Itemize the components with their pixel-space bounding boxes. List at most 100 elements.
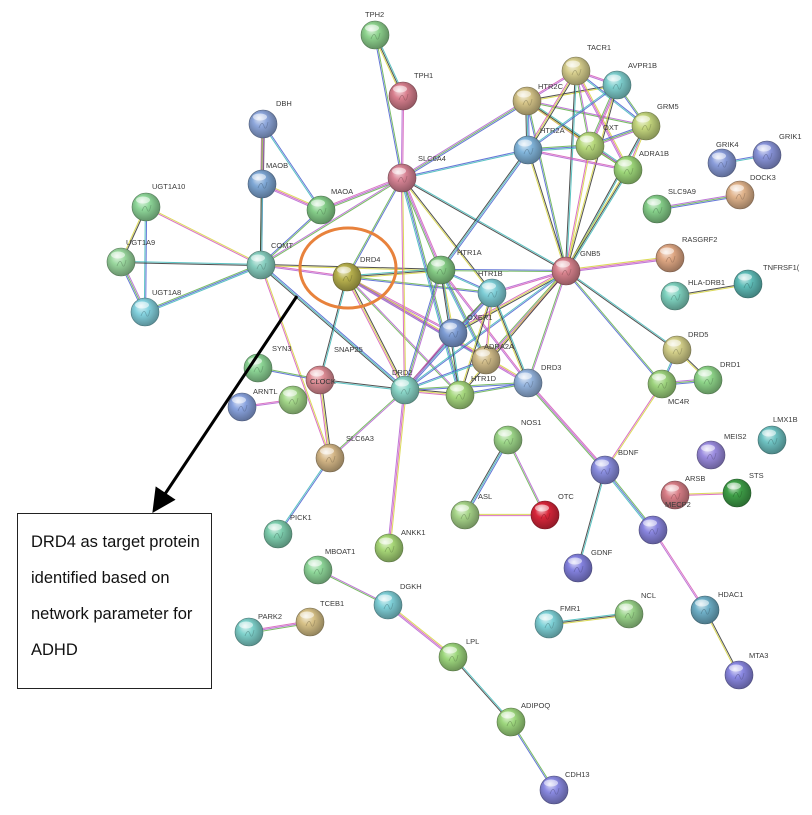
protein-node-tceb1[interactable]: TCEB1 [295, 599, 344, 637]
annotation-line: network parameter for [31, 605, 193, 623]
node-gloss [729, 664, 743, 672]
protein-node-meis2[interactable]: MEIS2 [696, 432, 747, 470]
node-gloss [535, 504, 549, 512]
protein-node-mboat1[interactable]: MBOAT1 [303, 547, 355, 585]
protein-node-fmr1[interactable]: FMR1 [534, 604, 580, 639]
protein-node-snap25[interactable]: SNAP25 [305, 345, 363, 395]
protein-structure-icon [706, 452, 717, 460]
protein-node-clock[interactable]: CLOCK [278, 377, 336, 415]
protein-label: NCL [641, 591, 656, 600]
protein-node-lpl[interactable]: LPL [438, 637, 479, 672]
protein-node-htr1d[interactable]: HTR1D [445, 374, 497, 410]
edge-strand [263, 123, 323, 211]
edge-strand [145, 205, 262, 265]
node-gloss [450, 384, 464, 392]
protein-node-lmx1b[interactable]: LMX1B [757, 415, 798, 455]
protein-node-arsb[interactable]: ARSB [660, 474, 705, 510]
protein-node-htr1a[interactable]: HTR1A [426, 248, 482, 285]
protein-node-hdac1[interactable]: HDAC1 [690, 590, 743, 625]
protein-node-rasgrf2[interactable]: RASGRF2 [655, 235, 717, 273]
protein-node-drd1[interactable]: DRD1 [693, 360, 740, 395]
protein-node-avpr1b[interactable]: AVPR1B [602, 61, 657, 100]
protein-node-sts[interactable]: STS [722, 471, 764, 508]
protein-node-mecp2[interactable]: MECP2 [638, 500, 691, 545]
protein-node-drd5[interactable]: DRD5 [662, 330, 708, 365]
protein-label: HTR1D [471, 374, 497, 383]
edge-strand [401, 148, 529, 178]
protein-node-arntl[interactable]: ARNTL [227, 387, 278, 422]
edge-strand [526, 99, 647, 126]
protein-node-asl[interactable]: ASL [450, 492, 492, 530]
protein-node-ugt1a8[interactable]: UGT1A8 [130, 288, 181, 327]
protein-structure-icon [305, 619, 316, 627]
protein-node-ncl[interactable]: NCL [614, 591, 656, 629]
protein-label: OTC [558, 492, 574, 501]
protein-node-tnfrsf1[interactable]: TNFRSF1( [733, 263, 800, 299]
protein-node-htr2a[interactable]: HTR2A [513, 126, 565, 165]
edge-strand [387, 389, 405, 549]
interaction-edge [439, 148, 530, 272]
protein-structure-icon [612, 82, 623, 90]
edge-strand [404, 269, 442, 391]
protein-structure-icon [657, 381, 668, 389]
protein-node-dgkh[interactable]: DGKH [373, 582, 422, 620]
protein-node-oxt[interactable]: OXT [575, 123, 619, 161]
protein-node-grm5[interactable]: GRM5 [631, 102, 679, 141]
edge-strand [526, 383, 605, 472]
protein-node-maob[interactable]: MAOB [247, 161, 288, 199]
edge-strand [261, 264, 332, 459]
protein-node-hla-drb1[interactable]: HLA-DRB1 [660, 278, 725, 311]
protein-label: ADRA1B [639, 149, 669, 158]
protein-node-slc6a4[interactable]: SLC6A4 [387, 154, 446, 193]
protein-label: HTR2C [538, 82, 564, 91]
protein-node-gnb5[interactable]: GNB5 [551, 249, 600, 286]
protein-node-htr2c[interactable]: HTR2C [512, 82, 564, 116]
protein-node-slc6a3[interactable]: SLC6A3 [315, 434, 374, 473]
protein-structure-icon [273, 531, 284, 539]
protein-node-maoa[interactable]: MAOA [306, 187, 353, 225]
protein-node-comt[interactable]: COMT [246, 241, 293, 280]
edge-strand [527, 70, 577, 151]
protein-node-mta3[interactable]: MTA3 [724, 651, 768, 690]
protein-node-tacr1[interactable]: TACR1 [561, 43, 611, 86]
protein-node-otc[interactable]: OTC [530, 492, 574, 530]
protein-node-ugt1a10[interactable]: UGT1A10 [131, 182, 185, 222]
protein-structure-icon [503, 437, 514, 445]
protein-structure-icon [670, 293, 681, 301]
protein-node-bdnf[interactable]: BDNF [590, 448, 639, 485]
edge-strand [400, 99, 527, 178]
protein-node-ugt1a9[interactable]: UGT1A9 [106, 238, 155, 277]
edge-strand [528, 71, 578, 152]
node-gloss [498, 429, 512, 437]
protein-node-htr1b[interactable]: HTR1B [477, 269, 507, 308]
protein-node-drd2[interactable]: DRD2 [390, 368, 420, 405]
protein-node-drd3[interactable]: DRD3 [513, 363, 561, 398]
protein-node-drd4[interactable]: DRD4 [332, 255, 380, 292]
protein-node-park2[interactable]: PARK2 [234, 612, 282, 647]
protein-node-pick1[interactable]: PICK1 [263, 513, 312, 549]
protein-node-grik4[interactable]: GRIK4 [707, 140, 739, 178]
protein-node-dbh[interactable]: DBH [248, 99, 292, 139]
protein-node-tph2[interactable]: TPH2 [360, 10, 390, 50]
protein-node-nos1[interactable]: NOS1 [493, 418, 541, 455]
protein-node-gdnf[interactable]: GDNF [563, 548, 613, 583]
edge-strand [401, 177, 442, 271]
protein-node-dock3[interactable]: DOCK3 [725, 173, 776, 210]
protein-label: TPH2 [365, 10, 384, 19]
protein-structure-icon [648, 527, 659, 535]
protein-label: OXT [603, 123, 619, 132]
protein-node-adipoq[interactable]: ADIPOQ [496, 701, 550, 737]
node-gloss [568, 557, 582, 565]
protein-node-adra1b[interactable]: ADRA1B [613, 149, 669, 185]
protein-node-tph1[interactable]: TPH1 [388, 71, 433, 111]
protein-node-oxer1[interactable]: OXER1 [438, 313, 492, 348]
protein-structure-icon [549, 787, 560, 795]
protein-node-mc4r[interactable]: MC4R [647, 369, 690, 406]
protein-node-slc9a9[interactable]: SLC9A9 [642, 187, 696, 224]
protein-node-adra2a[interactable]: ADRA2A [471, 342, 514, 375]
protein-node-ankk1[interactable]: ANKK1 [374, 528, 426, 563]
protein-node-grik1[interactable]: GRIK1 [752, 132, 802, 170]
edge-strand [318, 276, 347, 381]
protein-label: DRD1 [720, 360, 740, 369]
protein-node-cdh13[interactable]: CDH13 [539, 770, 590, 805]
